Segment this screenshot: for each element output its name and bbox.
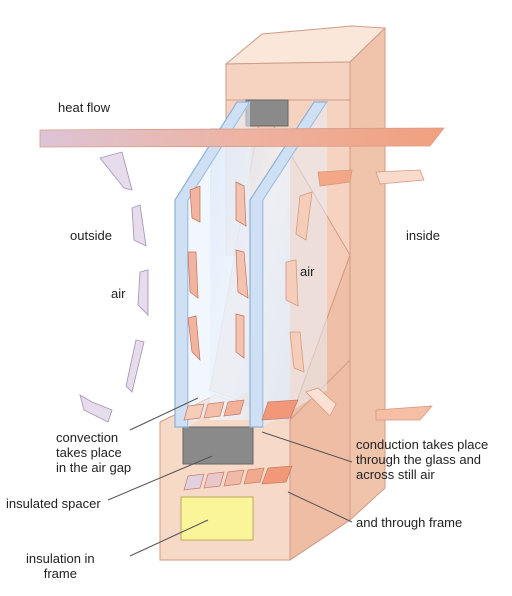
frame-insulation <box>180 496 254 541</box>
convection-label: convection takes place in the air gap <box>56 430 132 475</box>
convection-current-arrows-icon <box>187 181 249 361</box>
insulated-spacer <box>182 426 254 465</box>
outside-label: outside <box>70 228 112 243</box>
heat-flow-arrow-icon <box>39 127 445 148</box>
inside-air-currents-icon <box>285 169 433 421</box>
outside-air-label: air <box>111 286 126 301</box>
inside-label: inside <box>406 228 440 243</box>
insulated-spacer-label: insulated spacer <box>6 496 101 511</box>
conduction-blocks-icon <box>183 399 299 491</box>
insulation-in-frame-label: insulation in frame <box>26 551 95 581</box>
leader-lines <box>107 397 353 557</box>
conduction-label: conduction takes place through the glass… <box>356 437 489 482</box>
air-gap-label: air <box>300 264 315 279</box>
outside-air-currents-icon <box>79 151 149 423</box>
top-spacer <box>245 99 289 127</box>
heat-flow-label: heat flow <box>58 100 111 115</box>
through-frame-label: and through frame <box>356 515 463 530</box>
